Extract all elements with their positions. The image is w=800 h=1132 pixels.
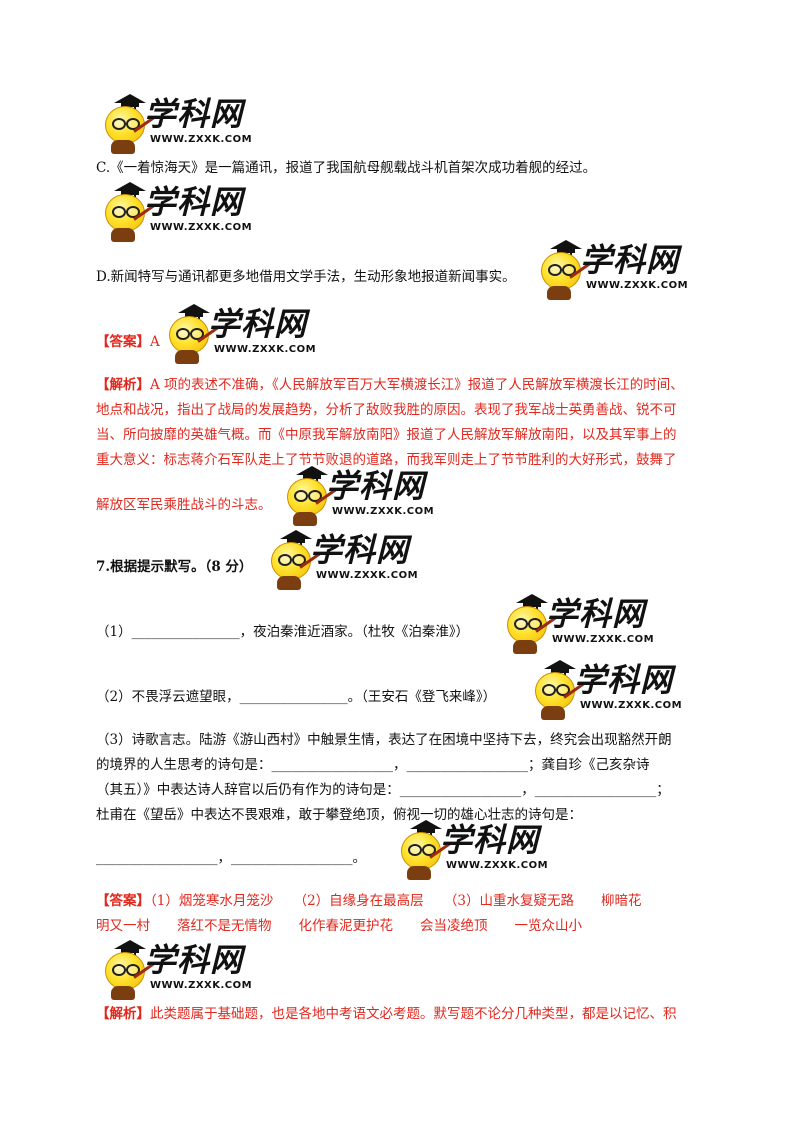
answer2-line1: 【答案】（1）烟笼寒水月笼沙 （2）自缘身在最高层 （3）山重水复疑无路 柳暗花 bbox=[96, 893, 642, 909]
xueke-logo: 学科网 WWW.ZXXK.COM bbox=[262, 530, 420, 594]
logo-name: 学科网 bbox=[144, 183, 244, 221]
logo-url: WWW.ZXXK.COM bbox=[446, 860, 549, 871]
analysis1-line5: 解放区军民乘胜战斗的斗志。 bbox=[96, 497, 272, 513]
logo-url: WWW.ZXXK.COM bbox=[150, 222, 253, 233]
logo-name: 学科网 bbox=[546, 595, 646, 633]
answer-tag: 【答案】 bbox=[96, 893, 150, 909]
xueke-logo: 学科网 WWW.ZXXK.COM bbox=[96, 940, 254, 1004]
q7-3-line4: 杜甫在《望岳》中表达不畏艰难，敢于攀登绝顶，俯视一切的雄心壮志的诗句是： bbox=[96, 807, 582, 823]
logo-name: 学科网 bbox=[574, 661, 674, 699]
option-d: D.新闻特写与通讯都更多地借用文学手法，生动形象地报道新闻事实。 bbox=[96, 269, 516, 285]
logo-name: 学科网 bbox=[326, 467, 426, 505]
xueke-logo: 学科网 WWW.ZXXK.COM bbox=[498, 594, 656, 658]
graduation-cap-icon bbox=[516, 594, 548, 603]
analysis1-line1: 【解析】A 项的表述不准确，《人民解放军百万大军横渡长江》报道了人民解放军横渡长… bbox=[96, 377, 684, 393]
q7-3-line3: （其五）》中表达诗人辞官以后仍有作为的诗句是：_________________… bbox=[96, 782, 670, 798]
logo-url: WWW.ZXXK.COM bbox=[586, 280, 689, 291]
analysis1-line2: 地点和战况，指出了战局的发展趋势，分析了敌败我胜的原因。表现了我军战士英勇善战、… bbox=[96, 402, 677, 418]
analysis-tag: 【解析】 bbox=[96, 1006, 150, 1022]
graduation-cap-icon bbox=[410, 820, 442, 829]
logo-name: 学科网 bbox=[310, 531, 410, 569]
logo-name: 学科网 bbox=[144, 95, 244, 133]
xueke-logo: 学科网 WWW.ZXXK.COM bbox=[96, 94, 254, 158]
analysis1-line3: 当、所向披靡的英雄气概。而《中原我军解放南阳》报道了人民解放军解放南阳，以及其军… bbox=[96, 427, 677, 443]
answer-value: A bbox=[150, 334, 160, 350]
graduation-cap-icon bbox=[280, 530, 312, 539]
graduation-cap-icon bbox=[550, 240, 582, 249]
answer2-line2: 明又一村 落红不是无情物 化作春泥更护花 会当凌绝顶 一览众山小 bbox=[96, 918, 582, 934]
xueke-logo: 学科网 WWW.ZXXK.COM bbox=[160, 304, 318, 368]
logo-url: WWW.ZXXK.COM bbox=[150, 980, 253, 991]
logo-name: 学科网 bbox=[440, 821, 540, 859]
option-c: C.《一着惊海天》是一篇通讯，报道了我国航母舰载战斗机首架次成功着舰的经过。 bbox=[96, 160, 597, 176]
logo-url: WWW.ZXXK.COM bbox=[332, 506, 435, 517]
q7-3-line1: （3）诗歌言志。陆游《游山西村》中触景生情，表达了在困境中坚持下去，终究会出现豁… bbox=[96, 732, 672, 748]
xueke-logo: 学科网 WWW.ZXXK.COM bbox=[96, 182, 254, 246]
analysis2-line1: 【解析】此类题属于基础题，也是各地中考语文必考题。默写题不论分几种类型，都是以记… bbox=[96, 1006, 677, 1022]
graduation-cap-icon bbox=[114, 940, 146, 949]
logo-url: WWW.ZXXK.COM bbox=[580, 700, 683, 711]
graduation-cap-icon bbox=[114, 182, 146, 191]
graduation-cap-icon bbox=[114, 94, 146, 103]
graduation-cap-icon bbox=[296, 466, 328, 475]
logo-name: 学科网 bbox=[580, 241, 680, 279]
xueke-logo: 学科网 WWW.ZXXK.COM bbox=[532, 240, 690, 304]
xueke-logo: 学科网 WWW.ZXXK.COM bbox=[392, 820, 550, 884]
answer1: 【答案】A bbox=[96, 332, 160, 352]
logo-name: 学科网 bbox=[208, 305, 308, 343]
q7-1: （1）________________，夜泊秦淮近酒家。（杜牧《泊秦淮》） bbox=[96, 624, 470, 640]
analysis1-line4: 重大意义：标志蒋介石军队走上了节节败退的道路，而我军则走上了节节胜利的大好形式，… bbox=[96, 452, 677, 468]
q7-title: 7.根据提示默写。（8 分） bbox=[96, 559, 253, 575]
logo-url: WWW.ZXXK.COM bbox=[316, 570, 419, 581]
graduation-cap-icon bbox=[544, 660, 576, 669]
q7-2: （2）不畏浮云遮望眼，________________。（王安石《登飞来峰》） bbox=[96, 689, 497, 705]
q7-3-line2: 的境界的人生思考的诗句是：__________________，________… bbox=[96, 757, 650, 773]
logo-url: WWW.ZXXK.COM bbox=[214, 344, 317, 355]
logo-name: 学科网 bbox=[144, 941, 244, 979]
answer-tag: 【答案】 bbox=[96, 334, 150, 350]
q7-3-line5: __________________，__________________。 bbox=[96, 850, 366, 866]
logo-url: WWW.ZXXK.COM bbox=[150, 134, 253, 145]
logo-url: WWW.ZXXK.COM bbox=[552, 634, 655, 645]
xueke-logo: 学科网 WWW.ZXXK.COM bbox=[526, 660, 684, 724]
analysis-tag: 【解析】 bbox=[96, 377, 150, 393]
graduation-cap-icon bbox=[178, 304, 210, 313]
xueke-logo: 学科网 WWW.ZXXK.COM bbox=[278, 466, 436, 530]
